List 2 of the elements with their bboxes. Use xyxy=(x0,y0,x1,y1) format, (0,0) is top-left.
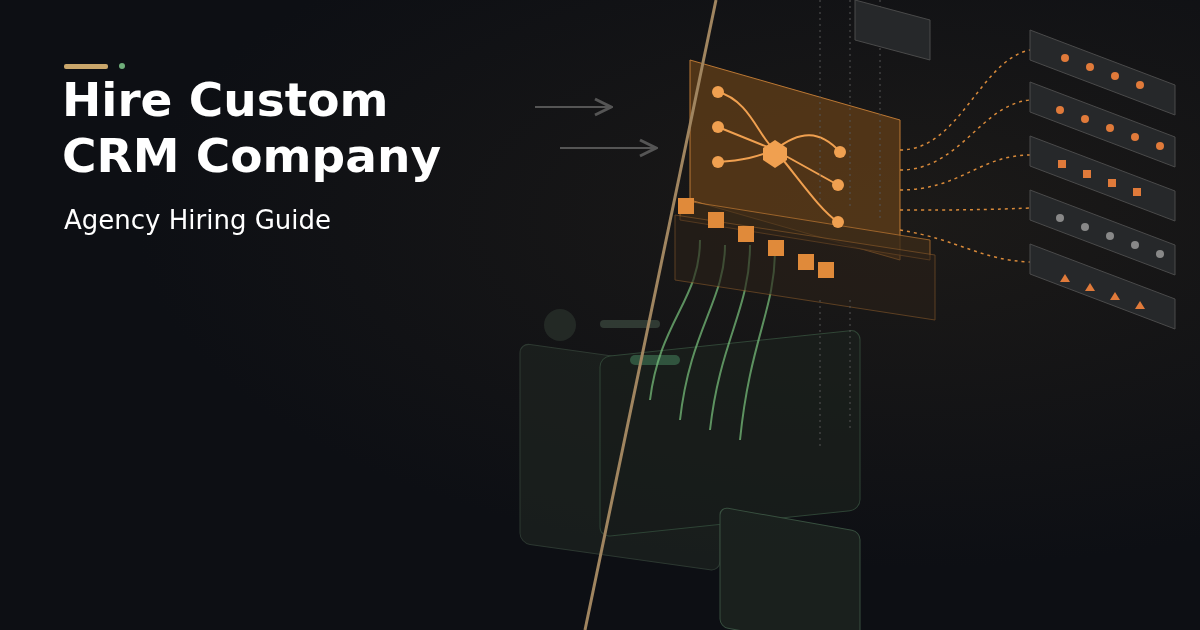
page-title: Hire Custom CRM Company xyxy=(62,72,443,184)
subtitle: Agency Hiring Guide xyxy=(64,205,331,235)
